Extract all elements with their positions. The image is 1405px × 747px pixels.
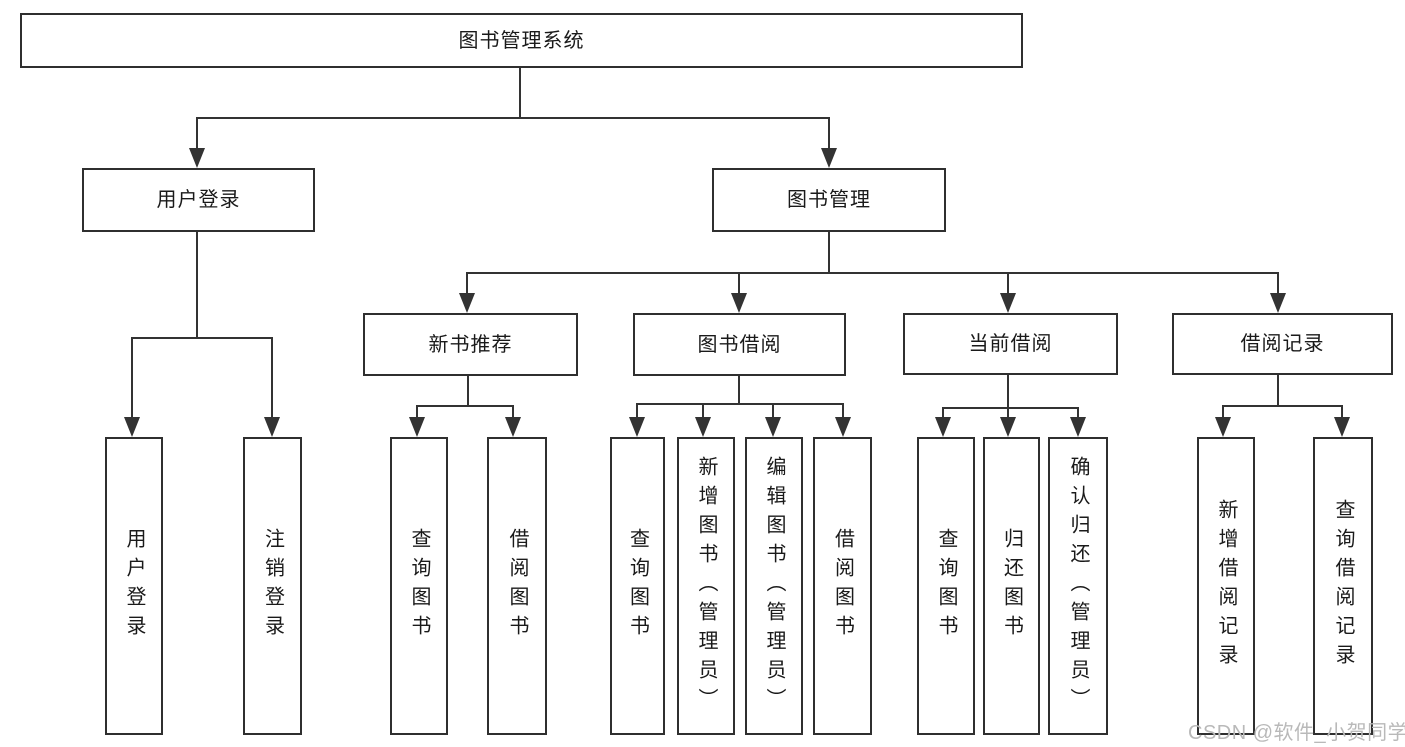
edge-stem [466,272,468,295]
arrowhead-icon [629,417,645,437]
node-current-borrowing: 当前借阅 [903,313,1118,375]
node-label: 查询借阅记录 [1332,499,1354,673]
edge-trunk [828,232,830,272]
node-label: 图书管理系统 [458,29,585,52]
csdn-watermark: CSDN @软件_小贺同学 [1188,722,1405,744]
arrowhead-icon [1000,417,1016,437]
edge-split [942,407,1079,409]
leaf-add-borrow-record: 新增借阅记录 [1197,437,1255,735]
node-label: 借阅图书 [506,528,528,644]
arrowhead-icon [409,417,425,437]
node-label: 借阅图书 [831,528,854,644]
leaf-confirm-return-admin: 确认归还（管理员） [1048,437,1108,735]
edge-split [636,403,844,405]
node-label: 查询图书 [935,528,957,644]
node-user-login: 用户登录 [82,168,315,232]
edge-stem [131,337,133,419]
leaf-add-books-admin: 新增图书（管理员） [677,437,735,735]
arrowhead-icon [731,293,747,313]
arrowhead-icon [821,148,837,168]
edge-stem [702,403,704,419]
edge-stem [271,337,273,419]
edge-stem [196,117,198,150]
arrowhead-icon [935,417,951,437]
edge-stem [772,403,774,419]
arrowhead-icon [189,148,205,168]
node-label: 注销登录 [261,528,284,644]
edge-stem [636,403,638,419]
node-label: 新增借阅记录 [1215,499,1237,673]
edge-trunk [467,376,469,405]
node-label: 新书推荐 [428,333,513,356]
arrowhead-icon [1215,417,1231,437]
edge-root-split [196,117,830,119]
leaf-query-books: 查询图书 [917,437,975,735]
node-label: 新增图书（管理员） [695,455,717,717]
edge-trunk [196,232,198,337]
edge-stem [1277,272,1279,295]
arrowhead-icon [1000,293,1016,313]
node-book-management: 图书管理 [712,168,946,232]
edge-stem [1077,407,1079,419]
edge-split [466,272,1279,274]
edge-stem [738,272,740,295]
edge-trunk [1007,375,1009,407]
leaf-borrow-books: 借阅图书 [487,437,547,735]
arrowhead-icon [1070,417,1086,437]
arrowhead-icon [765,417,781,437]
arrowhead-icon [835,417,851,437]
node-book-borrowing: 图书借阅 [633,313,846,376]
edge-split [1222,405,1343,407]
arrowhead-icon [695,417,711,437]
node-label: 编辑图书（管理员） [763,455,785,717]
edge-stem [1007,272,1009,295]
node-label: 用户登录 [156,189,241,211]
node-label: 查询图书 [408,528,430,644]
leaf-query-borrow-record: 查询借阅记录 [1313,437,1373,735]
leaf-borrow-books: 借阅图书 [813,437,872,735]
node-label: 借阅记录 [1240,333,1325,355]
edge-stem [828,117,830,150]
arrowhead-icon [459,293,475,313]
edge-stem [1222,405,1224,419]
node-label: 当前借阅 [968,333,1053,355]
leaf-query-books: 查询图书 [610,437,665,735]
node-borrow-records: 借阅记录 [1172,313,1393,375]
edge-root-trunk [519,68,521,117]
leaf-return-books: 归还图书 [983,437,1040,735]
edge-trunk [1277,375,1279,405]
arrowhead-icon [124,417,140,437]
node-label: 图书管理 [787,189,871,211]
node-label: 归还图书 [1000,528,1023,644]
edge-stem [512,405,514,419]
leaf-edit-books-admin: 编辑图书（管理员） [745,437,803,735]
edge-stem [942,407,944,419]
leaf-user-login: 用户登录 [105,437,163,735]
edge-split [131,337,273,339]
arrowhead-icon [505,417,521,437]
arrowhead-icon [1334,417,1350,437]
node-label: 查询图书 [626,528,649,644]
edge-stem [1007,407,1009,419]
node-new-book-recommend: 新书推荐 [363,313,578,376]
edge-trunk [738,376,740,403]
edge-stem [416,405,418,419]
leaf-query-books: 查询图书 [390,437,448,735]
edge-stem [842,403,844,419]
node-label: 用户登录 [123,528,145,644]
arrowhead-icon [1270,293,1286,313]
node-label: 确认归还（管理员） [1067,455,1089,717]
node-library-management-system: 图书管理系统 [20,13,1023,68]
edge-stem [1341,405,1343,419]
arrowhead-icon [264,417,280,437]
edge-split [416,405,514,407]
node-label: 图书借阅 [697,333,782,356]
leaf-logout: 注销登录 [243,437,302,735]
